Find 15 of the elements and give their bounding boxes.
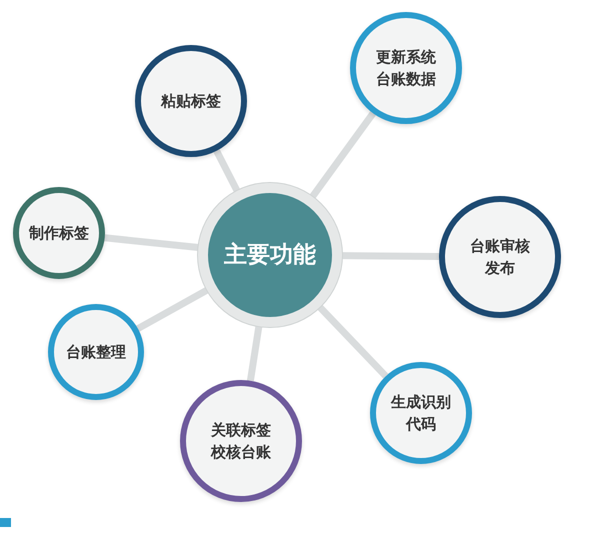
function-circle: 更新系统台账数据	[350, 12, 462, 124]
function-circle: 关联标签校核台账	[180, 380, 302, 502]
connector-line	[317, 304, 388, 379]
connector-line	[246, 326, 262, 382]
function-circle: 生成识别代码	[370, 362, 472, 464]
center-circle: 主要功能	[198, 183, 342, 327]
connector-line	[104, 234, 199, 252]
function-circle: 台账审核发布	[439, 196, 561, 318]
connector-line	[310, 111, 376, 199]
connector-line	[213, 149, 240, 193]
connector-line	[342, 252, 440, 260]
function-circle: 粘贴标签	[135, 45, 247, 157]
function-circle: 制作标签	[13, 187, 105, 279]
connector-line	[136, 287, 209, 332]
function-circle: 台账整理	[48, 304, 144, 400]
